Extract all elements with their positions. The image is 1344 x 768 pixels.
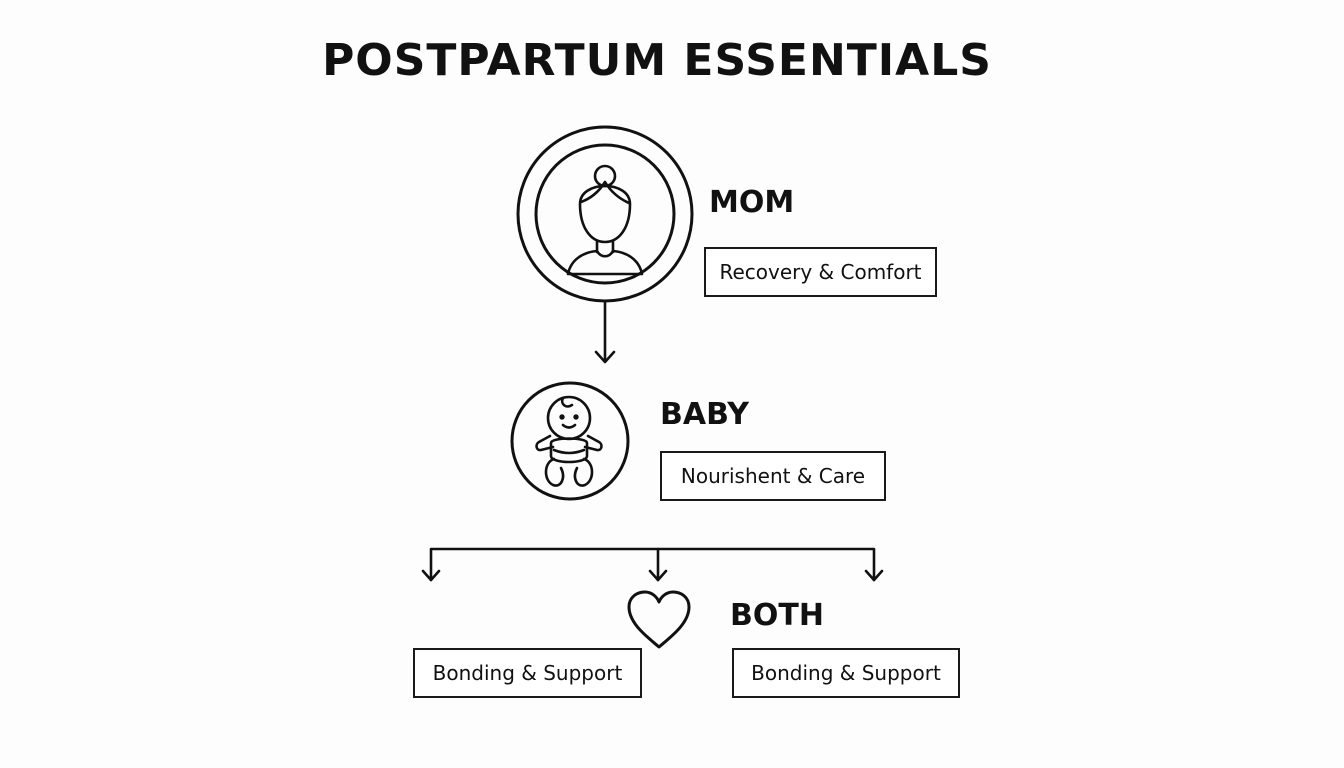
page-title: POSTPARTUM ESSENTIALS	[322, 35, 992, 86]
both-heading: BOTH	[730, 598, 824, 633]
branch-connector	[421, 547, 884, 582]
mom-heading: MOM	[709, 185, 795, 220]
heart-icon	[627, 590, 691, 649]
baby-label: Nourishent & Care	[660, 451, 886, 501]
both-label-right: Bonding & Support	[732, 648, 960, 698]
arrow-mom-to-baby	[594, 301, 616, 364]
mother-icon	[516, 125, 694, 303]
baby-icon	[510, 381, 630, 501]
baby-heading: BABY	[660, 397, 750, 432]
both-label-left: Bonding & Support	[413, 648, 642, 698]
mom-label: Recovery & Comfort	[704, 247, 937, 297]
